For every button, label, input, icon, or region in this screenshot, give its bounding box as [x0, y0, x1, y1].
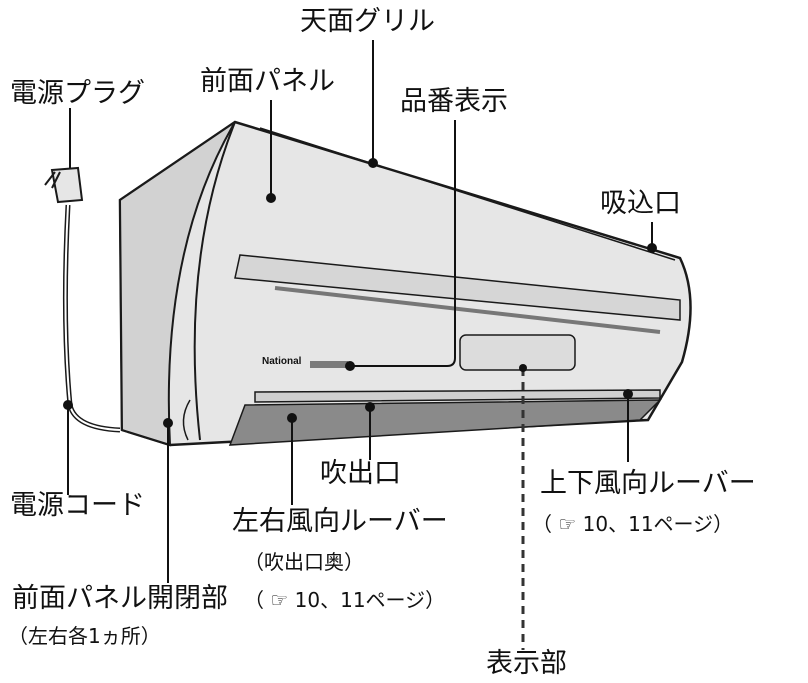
power-cord — [62, 204, 121, 433]
label-vertical-louver-ref: （ ☞ 10、11ページ） — [532, 512, 734, 536]
label-horizontal-louver: 左右風向ルーバー — [232, 506, 448, 537]
label-panel-latch: 前面パネル開閉部 — [12, 583, 228, 614]
top-grille-line — [259, 127, 676, 261]
label-air-outlet: 吹出口 — [320, 458, 401, 489]
label-display: 表示部 — [486, 648, 567, 679]
label-top-grille: 天面グリル — [300, 6, 435, 37]
label-power-plug: 電源プラグ — [10, 78, 145, 109]
label-front-panel: 前面パネル — [200, 66, 335, 97]
label-model-number: 品番表示 — [400, 86, 508, 117]
power-plug-illustration — [44, 166, 84, 204]
vertical-louver — [254, 389, 661, 403]
label-vertical-louver: 上下風向ルーバー — [540, 468, 756, 499]
brand-logo-text: National — [262, 356, 302, 367]
label-horizontal-louver-note: （吹出口奥） — [244, 550, 364, 574]
display-window — [459, 334, 576, 371]
air-outlet-opening — [228, 399, 662, 446]
label-horizontal-louver-ref: （ ☞ 10、11ページ） — [244, 588, 446, 612]
intake-strip — [234, 254, 681, 321]
label-power-cord: 電源コード — [10, 490, 145, 521]
front-panel-edge — [193, 121, 236, 441]
label-air-intake: 吸込口 — [600, 188, 681, 219]
label-panel-latch-note: （左右各1ヵ所） — [8, 624, 161, 648]
logo-bar — [310, 361, 348, 368]
leader-model-number — [350, 120, 456, 367]
